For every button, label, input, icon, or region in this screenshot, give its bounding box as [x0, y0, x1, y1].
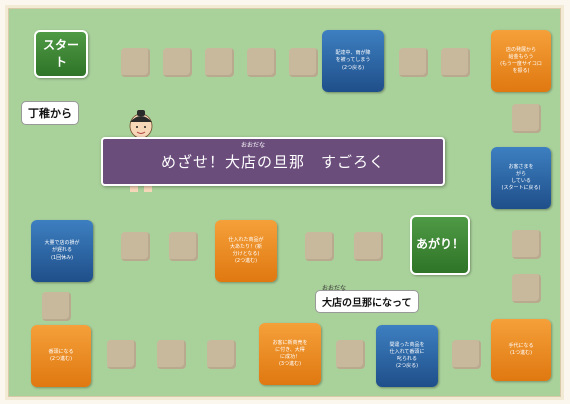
title-ruby: おおだな	[241, 142, 266, 149]
game-title-banner: めざせ！大店の旦那 すごろく	[101, 137, 445, 186]
goal-note-ruby: おおだな	[322, 285, 347, 292]
path-square	[121, 232, 150, 261]
path-square	[42, 292, 71, 321]
path-square	[512, 104, 541, 133]
path-square	[289, 48, 318, 77]
event-square-banto[interactable]: 番頭になる (2つ進む)	[31, 325, 91, 387]
path-square	[399, 48, 428, 77]
event-square-bonus[interactable]: 店の発展から 給金もらう (もう一度サイコロ を振る)	[491, 30, 551, 92]
event-square-big-hit[interactable]: 仕入れた商品が 大あたり！(新 分けとなる) (2つ進む)	[215, 220, 277, 282]
path-square	[205, 48, 234, 77]
event-square-customer[interactable]: お客さまを がら している (スタートに戻る)	[491, 147, 551, 209]
event-square-wrong-goods[interactable]: 間違った商品を 仕入れて番頭に 叱られる (2つ戻る)	[376, 325, 438, 387]
path-square	[336, 340, 365, 369]
path-square	[512, 274, 541, 303]
sugoroku-board: スタート 丁稚から 配達中、雨が降 を被ってしまう (2つ戻る) 店の発展から …	[8, 8, 561, 397]
path-square	[452, 340, 481, 369]
event-square-loss[interactable]: 大量で店の損が が遅れる (1回休み)	[31, 220, 93, 282]
path-square	[441, 48, 470, 77]
path-square	[305, 232, 334, 261]
path-square	[163, 48, 192, 77]
goal-note: 大店の旦那になって	[315, 290, 419, 313]
goal-square[interactable]: あがり！	[410, 215, 470, 275]
path-square	[354, 232, 383, 261]
path-square	[512, 230, 541, 259]
path-square	[247, 48, 276, 77]
start-square[interactable]: スタート	[34, 30, 88, 78]
path-square	[207, 340, 236, 369]
path-square	[121, 48, 150, 77]
path-square	[169, 232, 198, 261]
game-title: めざせ！大店の旦那 すごろく	[160, 153, 385, 171]
start-note: 丁稚から	[21, 101, 79, 125]
path-square	[107, 340, 136, 369]
event-square-new-business[interactable]: お客に新商売を に付き、大得 に成功！ (3つ進む)	[259, 323, 321, 385]
path-square	[157, 340, 186, 369]
event-square-rain[interactable]: 配達中、雨が降 を被ってしまう (2つ戻る)	[322, 30, 384, 92]
event-square-tedai[interactable]: 手代になる (1つ進む)	[491, 319, 551, 381]
